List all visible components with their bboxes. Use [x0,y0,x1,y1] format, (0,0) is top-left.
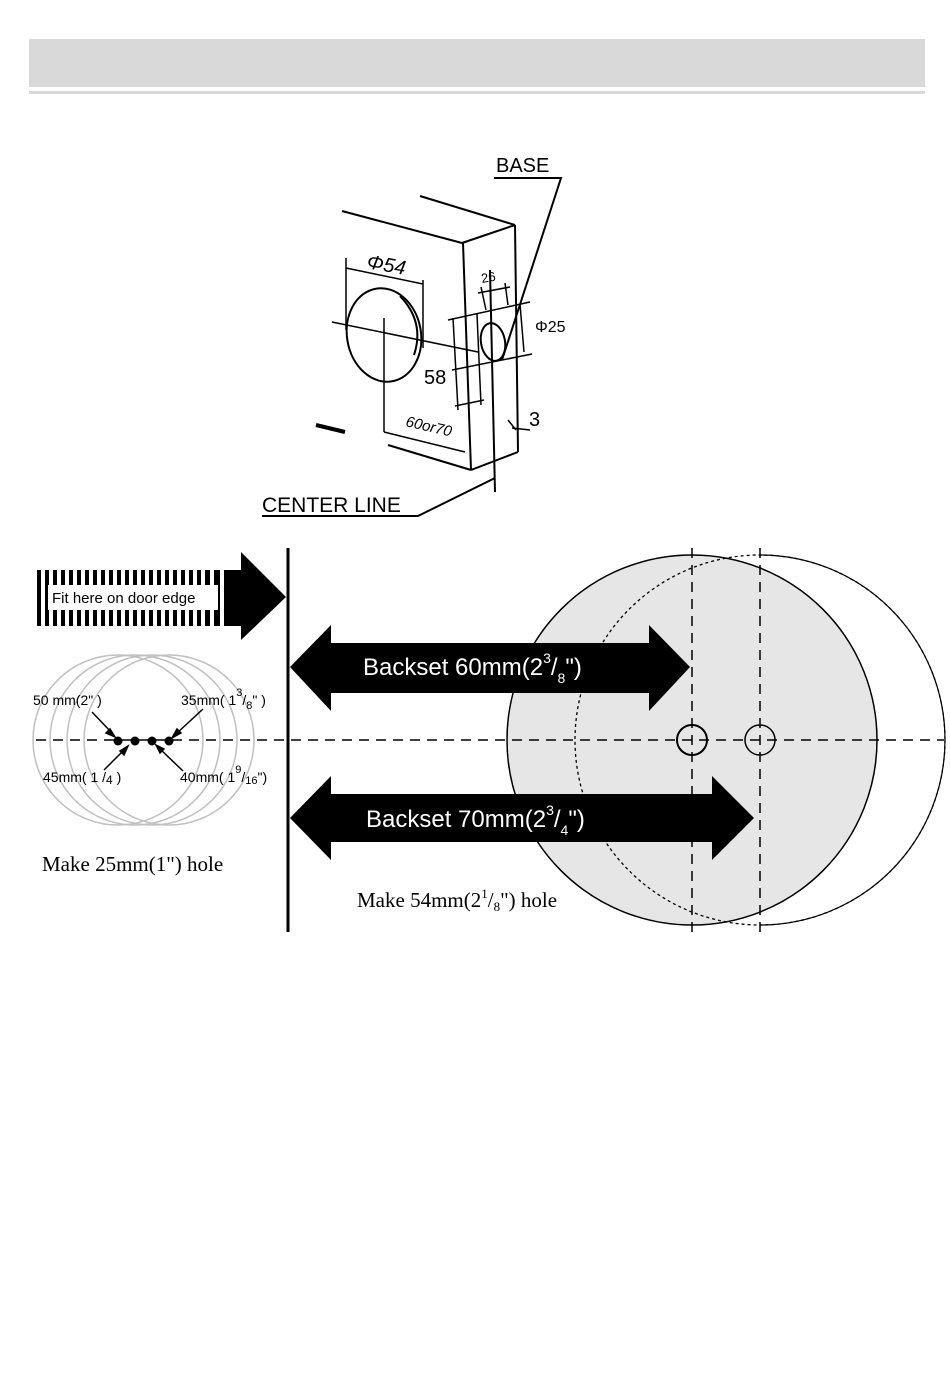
door-edge-label: Fit here on door edge [52,590,195,607]
svg-text:Make 54mm(21/8") hole: Make 54mm(21/8") hole [357,886,557,914]
hole-35-label: 35mm( 1 [181,692,236,708]
dim60or70-label: 60or70 [404,413,454,440]
door-edge-arrowhead [224,552,286,640]
hole-40-tail: ") [258,769,268,785]
face-hole-inner [400,296,417,355]
make-25mm-caption: Make 25mm(1") hole [42,852,223,876]
backset-60-sub: 8 [558,670,566,686]
backset-60-label: Backset 60mm(2 [363,654,543,681]
dim26-label: 26 [480,269,497,286]
dim58-label: 58 [424,367,446,389]
center-line-label: CENTER LINE [262,494,401,517]
backset-60-sup: 3 [543,650,551,666]
backset-70-suffix: ") [568,806,585,833]
backset-70-sub: 4 [561,822,569,838]
hole-45-label: 45mm( 1 [43,769,102,785]
door-isometric-labels: BASE Φ54 26 Φ25 58 3 60or70 CENTER LINE [262,155,566,517]
hole-45-tail: ) [113,769,122,785]
svg-text:40mm( 19/16"): 40mm( 19/16") [180,764,267,787]
phi54-label: Φ54 [365,251,407,279]
svg-text:45mm( 1 /4 ): 45mm( 1 /4 ) [43,769,121,787]
backset-60-suffix: ") [565,654,582,681]
door-isometric [262,178,561,516]
hole-40-sub: 16 [245,775,257,787]
edge-hole-dots [114,737,174,746]
door-edge-arrow: Fit here on door edge [37,552,286,640]
hole-35-tail: " ) [252,692,266,708]
hole-40-label: 40mm( 1 [180,769,235,785]
hole-50-label: 50 mm(2" ) [33,692,102,708]
svg-text:35mm( 13/8" ): 35mm( 13/8" ) [181,687,266,712]
make-54mm-caption: Make 54mm(2 [357,888,481,912]
make-54mm-suffix: ") hole [500,888,557,912]
dim3-label: 3 [529,409,540,431]
backset-70-label: Backset 70mm(2 [366,806,546,833]
base-label: BASE [496,155,549,177]
backset-70-sup: 3 [546,802,554,818]
phi25-label: Φ25 [535,319,566,336]
